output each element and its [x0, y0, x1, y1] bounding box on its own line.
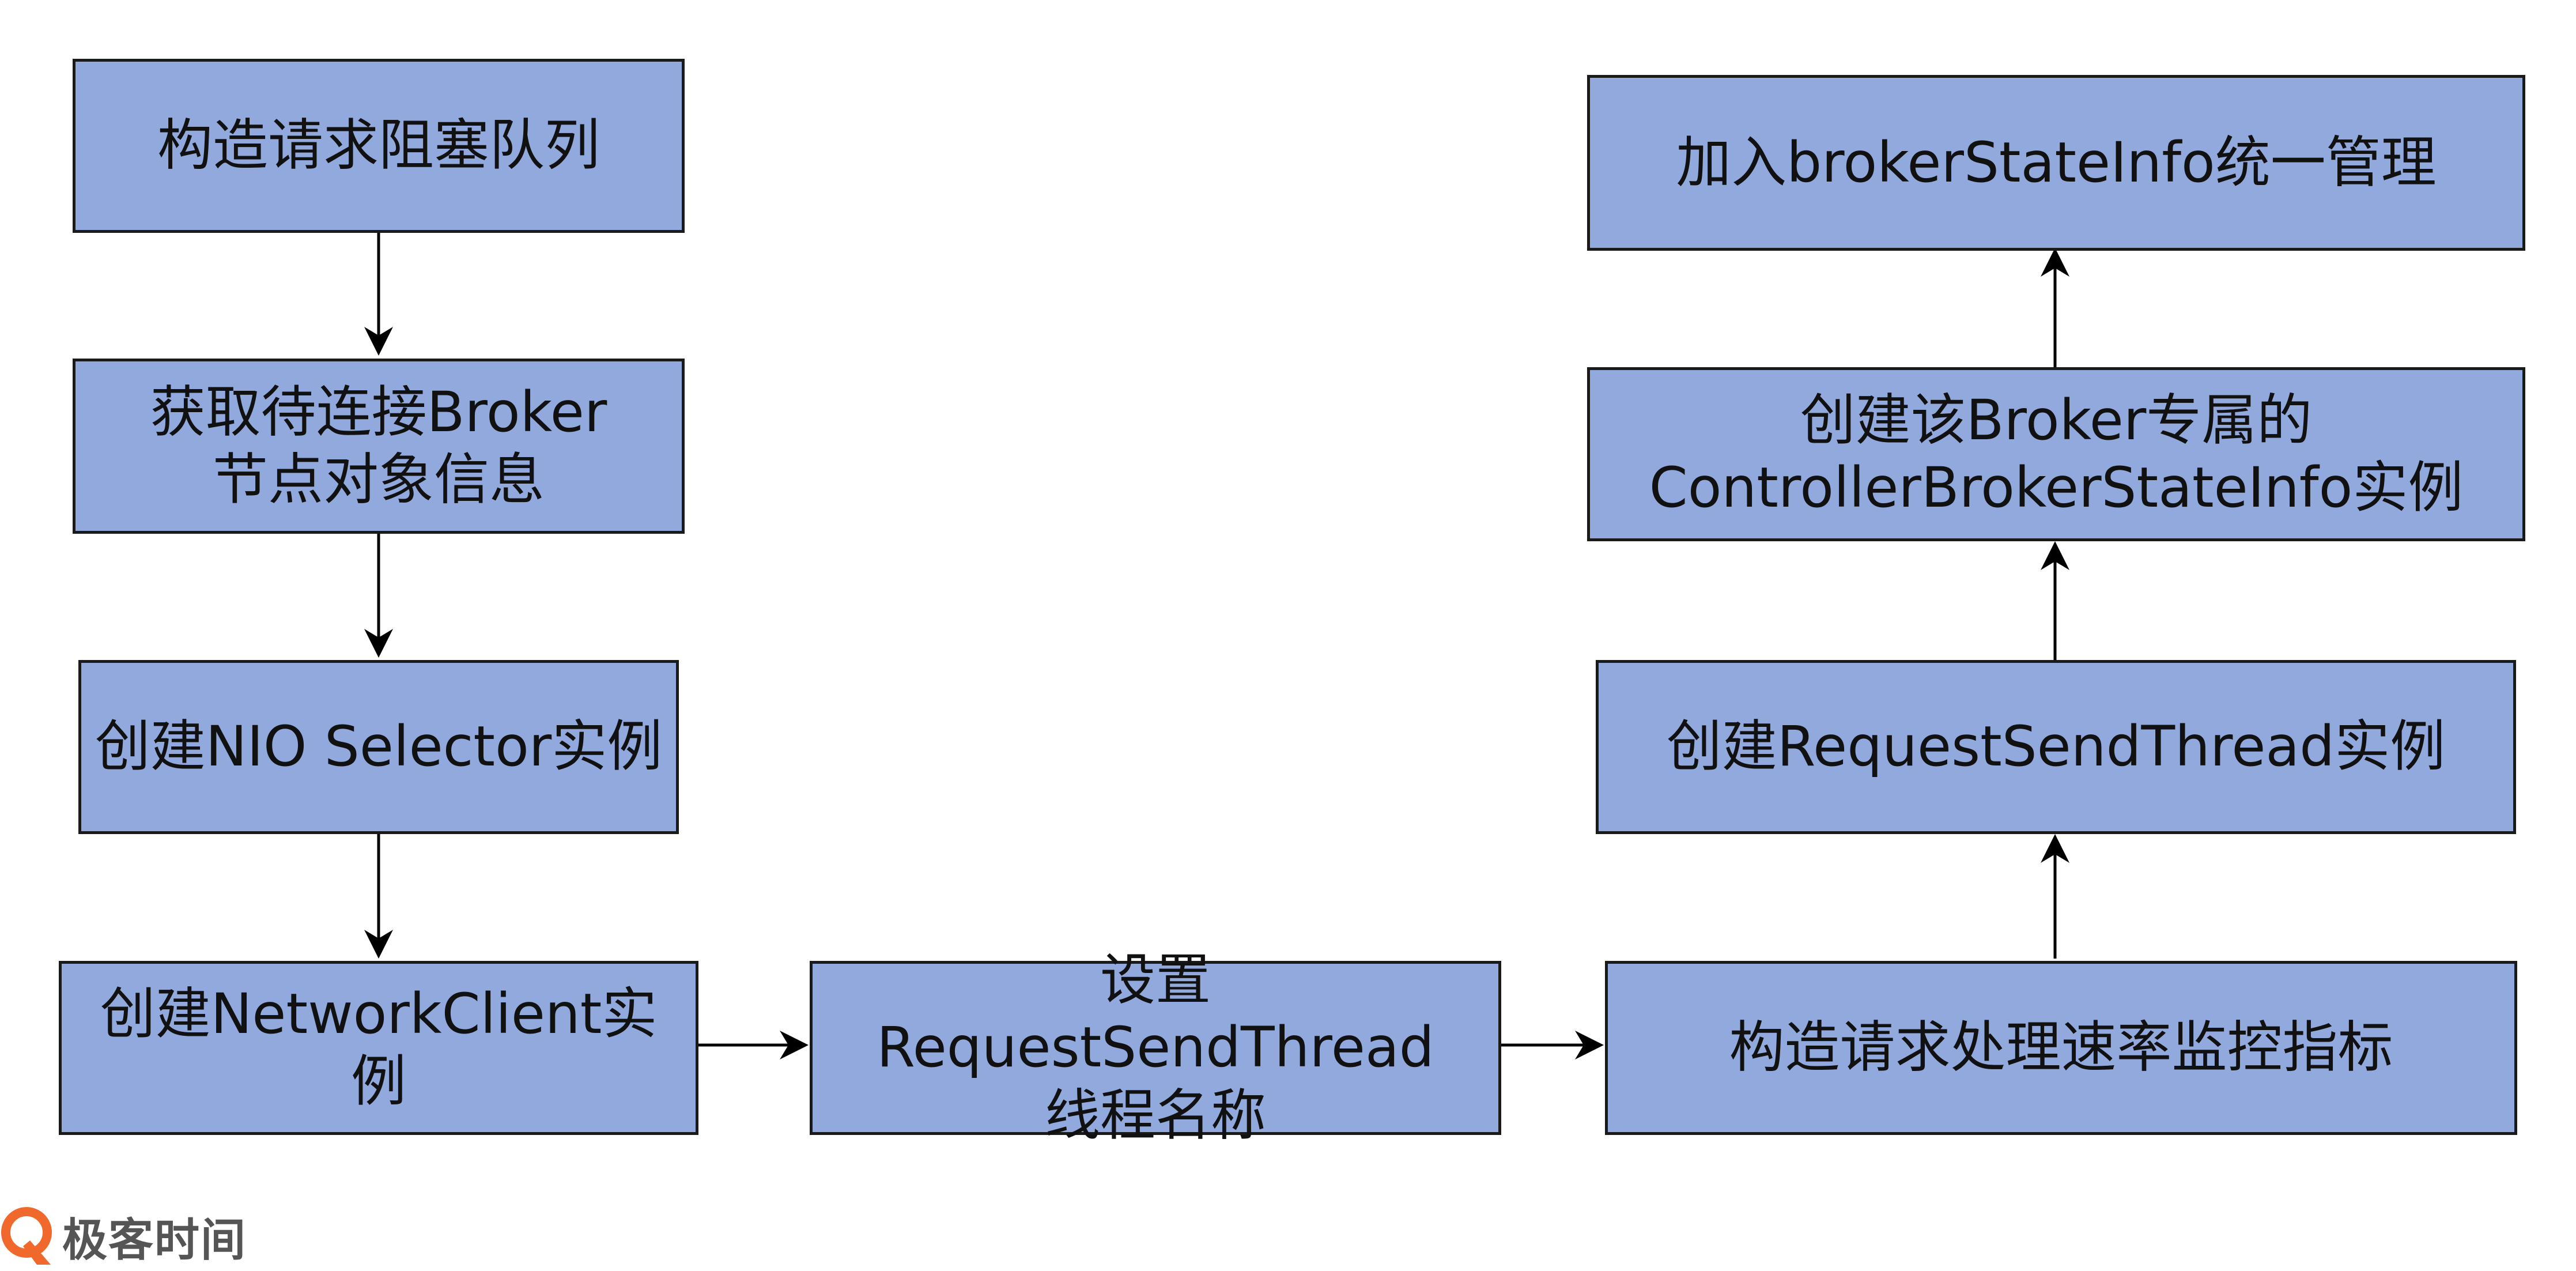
logo: 极客时间 — [0, 1202, 247, 1271]
node-build-rate-metrics: 构造请求处理速率监控指标 — [1605, 961, 2517, 1135]
node-label: 创建该Broker专属的 ControllerBrokerStateInfo实例 — [1649, 387, 2464, 520]
node-set-thread-name: 设置RequestSendThread 线程名称 — [810, 948, 1501, 1148]
node-create-nio-selector: 创建NIO Selector实例 — [78, 660, 679, 834]
logo-text: 极客时间 — [62, 1215, 247, 1266]
node-label: 构造请求阻塞队列 — [157, 113, 600, 178]
node-get-broker-info: 获取待连接Broker 节点对象信息 — [73, 359, 685, 534]
geektime-logo-icon — [1, 1207, 52, 1265]
node-create-controller-broker-state-info: 创建该Broker专属的 ControllerBrokerStateInfo实例 — [1587, 367, 2525, 541]
node-create-request-send-thread: 创建RequestSendThread实例 — [1596, 660, 2516, 834]
node-label: 设置RequestSendThread 线程名称 — [877, 948, 1434, 1148]
node-label: 创建NetworkClient实例 — [100, 981, 658, 1114]
node-label: 获取待连接Broker 节点对象信息 — [150, 379, 607, 512]
node-label: 创建NIO Selector实例 — [95, 714, 663, 779]
node-label: 构造请求处理速率监控指标 — [1729, 1015, 2393, 1080]
node-label: 加入brokerStateInfo统一管理 — [1676, 130, 2437, 195]
node-build-request-queue: 构造请求阻塞队列 — [73, 59, 685, 233]
node-label: 创建RequestSendThread实例 — [1666, 714, 2446, 779]
node-add-broker-state-info: 加入brokerStateInfo统一管理 — [1587, 75, 2525, 251]
node-create-network-client: 创建NetworkClient实例 — [59, 961, 698, 1135]
